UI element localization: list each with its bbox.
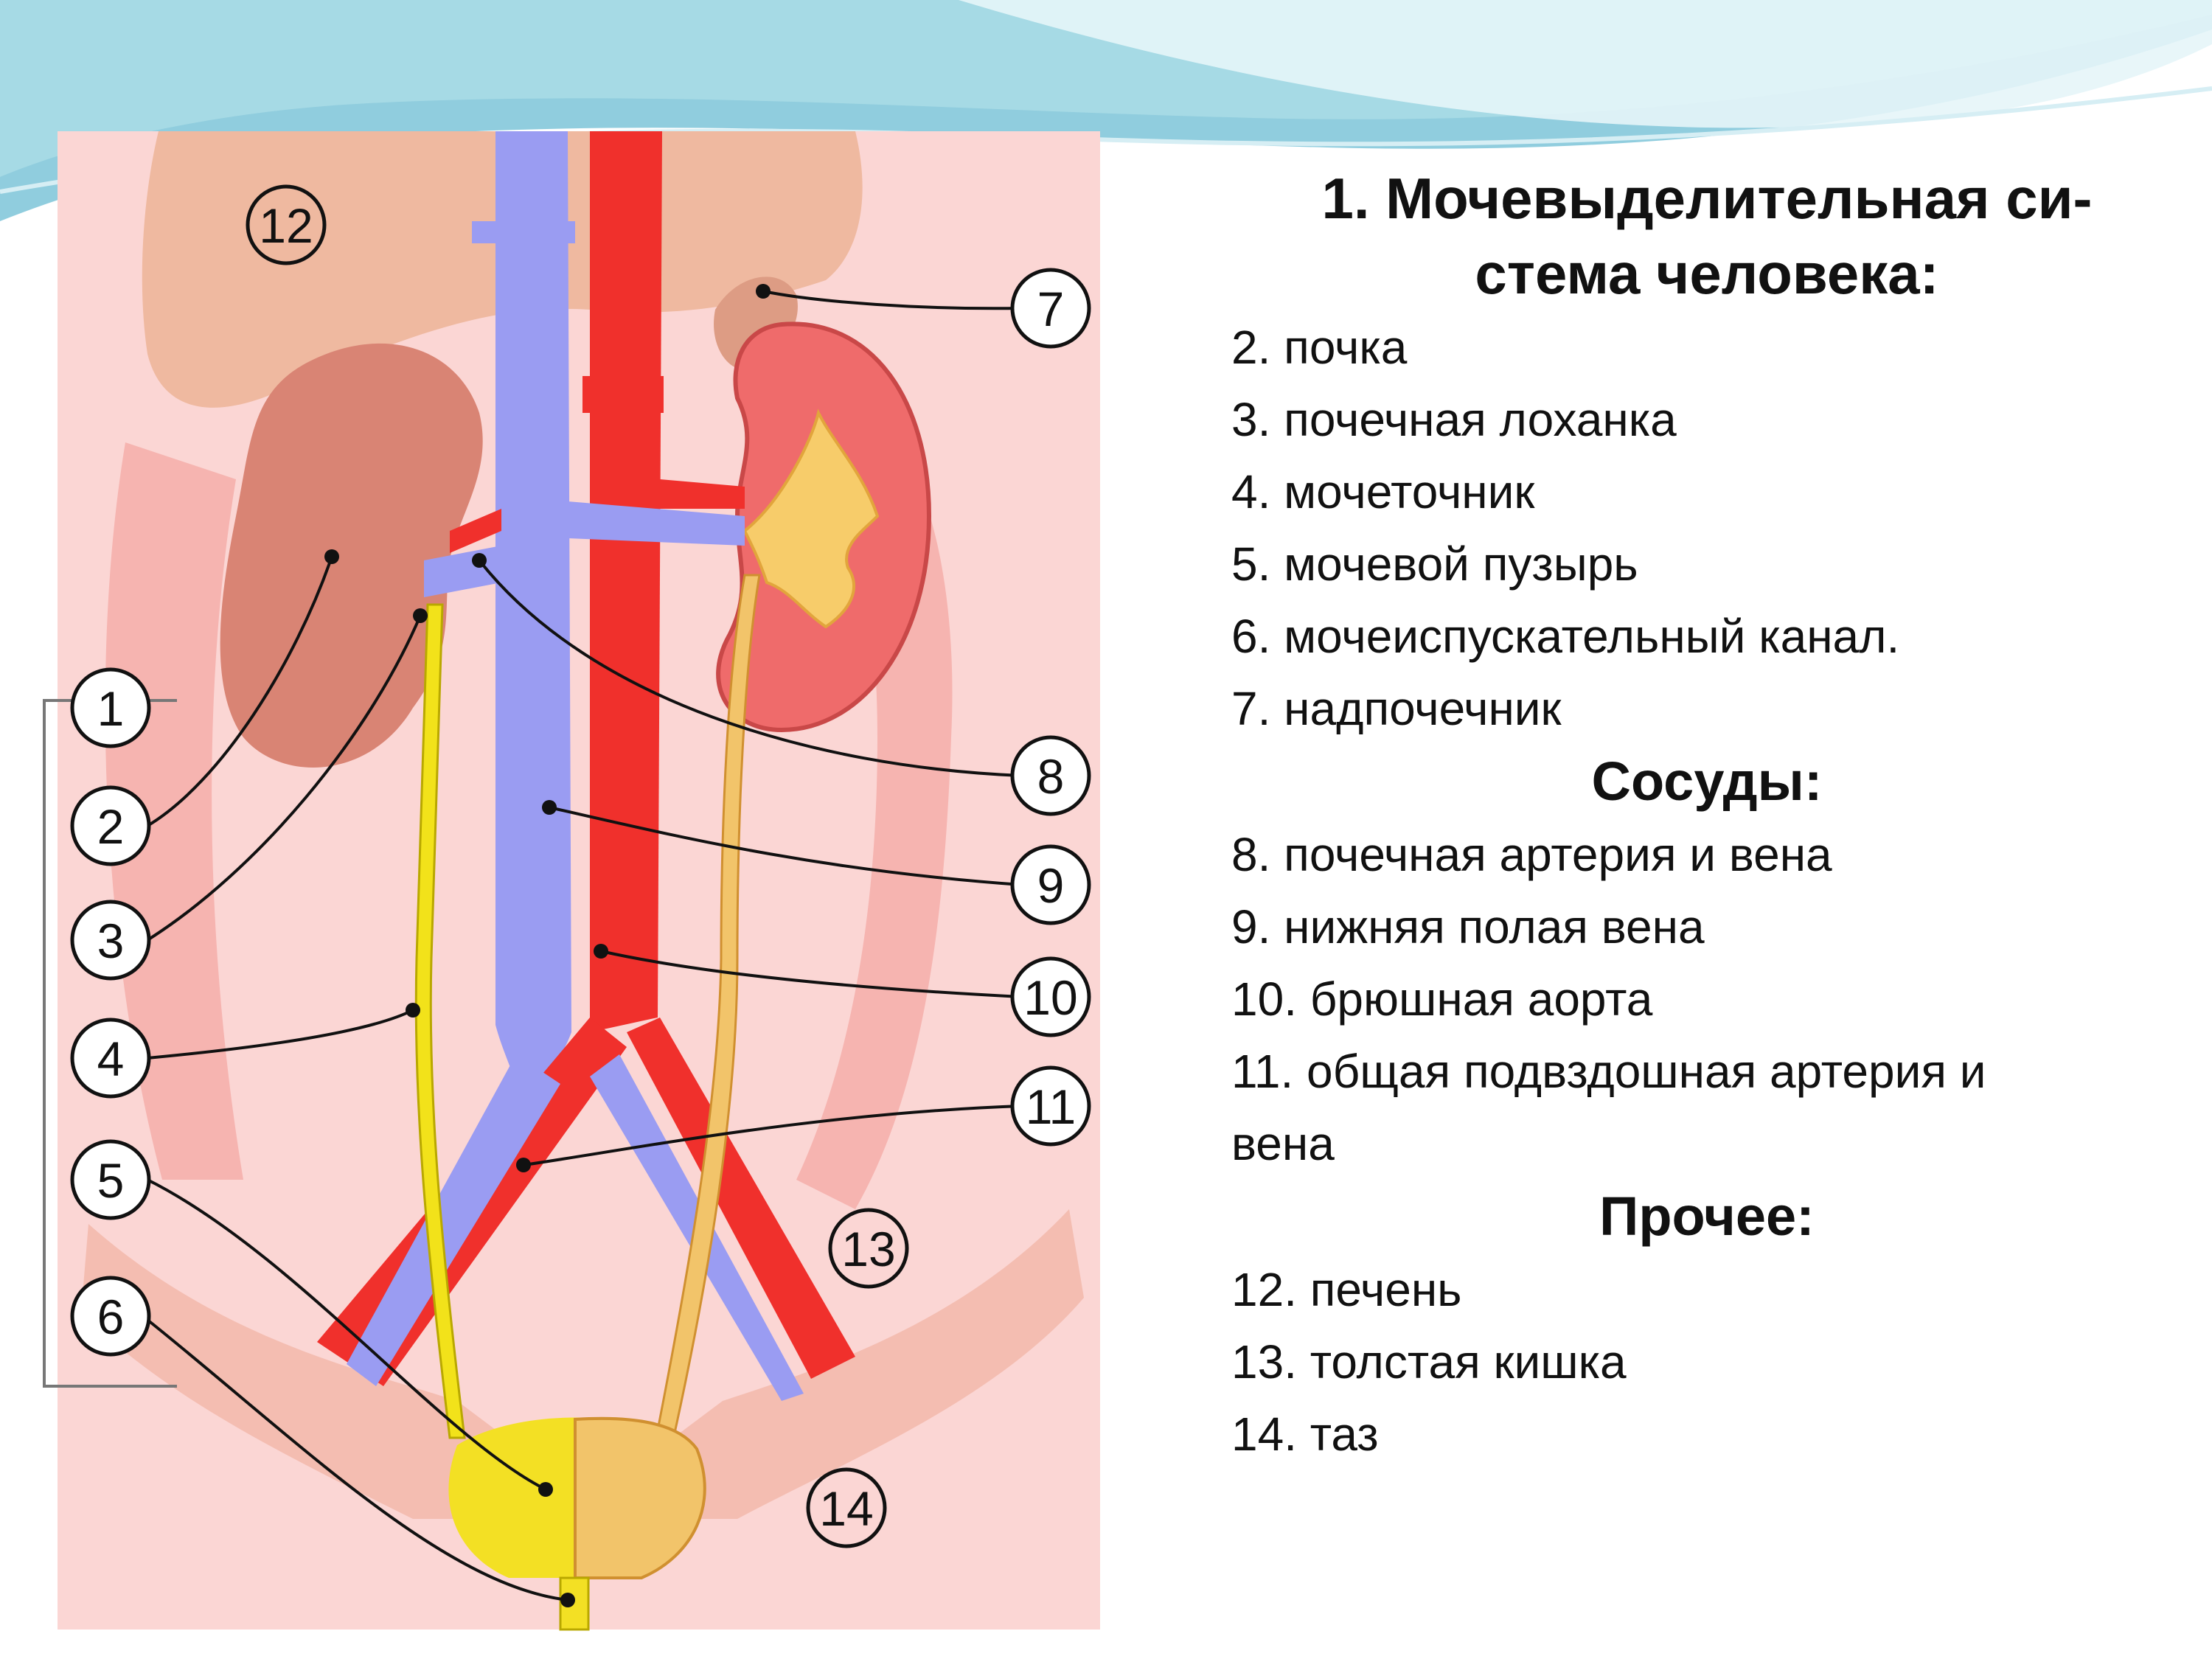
iliac-artery-right xyxy=(627,1018,855,1379)
urinary-system-diagram: 1 2 3 4 5 6 7 8 9 10 11 12 13 14 xyxy=(43,131,1100,1631)
legend-heading-other: Прочее: xyxy=(1599,1186,1815,1247)
callout-5: 5 xyxy=(70,1139,151,1220)
legend-item: 2. почка xyxy=(1231,321,1408,374)
svg-text:10: 10 xyxy=(1023,970,1077,1025)
callout-4: 4 xyxy=(70,1018,151,1099)
legend-item: 12. печень xyxy=(1231,1263,1462,1316)
legend: 1. Мочевыделительная си- стема человека:… xyxy=(1231,161,2183,1470)
background-waves xyxy=(0,0,2212,221)
inferior-vena-cava xyxy=(495,131,571,1084)
callout-1: 1 xyxy=(70,667,151,748)
legend-item: 4. мочеточник xyxy=(1231,465,1535,518)
svg-text:7: 7 xyxy=(1037,282,1065,336)
svg-text:12: 12 xyxy=(259,198,313,253)
vein-branch xyxy=(472,221,575,265)
callout-13: 13 xyxy=(828,1208,909,1289)
svg-text:3: 3 xyxy=(97,914,125,968)
legend-item: 9. нижняя полая вена xyxy=(1231,900,1705,953)
legend-item: 14. таз xyxy=(1231,1408,1379,1461)
legend-item: 13. толстая кишка xyxy=(1231,1335,1627,1388)
callout-8: 8 xyxy=(1010,735,1091,816)
renal-pelvis xyxy=(742,408,880,629)
svg-text:5: 5 xyxy=(97,1153,125,1208)
svg-text:8: 8 xyxy=(1037,749,1065,804)
legend-title: 1. Мочевыделительная си- стема человека: xyxy=(1321,166,2093,306)
callout-14: 14 xyxy=(806,1467,887,1548)
legend-item: 10. брюшная аорта xyxy=(1231,973,1653,1026)
svg-text:6: 6 xyxy=(97,1290,125,1344)
svg-text:14: 14 xyxy=(819,1481,873,1536)
callout-12: 12 xyxy=(246,184,327,265)
legend-item: 5. мочевой пузырь xyxy=(1231,538,1638,591)
legend-item: 6. мочеиспускательный канал. xyxy=(1231,610,1900,663)
callout-7: 7 xyxy=(1010,268,1091,349)
legend-item: 8. почечная артерия и вена xyxy=(1231,828,1832,881)
leader-lines xyxy=(146,290,1022,1601)
svg-text:4: 4 xyxy=(97,1032,125,1086)
callout-9: 9 xyxy=(1010,844,1091,925)
callout-2: 2 xyxy=(70,785,151,866)
legend-item: 7. надпочечник xyxy=(1231,682,1562,735)
artery-branch xyxy=(582,376,664,509)
svg-text:13: 13 xyxy=(841,1222,895,1276)
renal-artery-left xyxy=(450,509,501,553)
pelvis-bone xyxy=(81,1209,1084,1519)
leader-dots xyxy=(324,284,771,1607)
callout-3: 3 xyxy=(70,900,151,981)
iliac-vein-left xyxy=(347,1054,560,1386)
legend-item: 11. общая подвздошная артерия и вена xyxy=(1231,1045,1986,1170)
bladder-right-half xyxy=(574,1416,706,1579)
callout-circles: 1 2 3 4 5 6 7 8 9 10 11 12 13 14 xyxy=(70,184,1091,1548)
legend-item: 3. почечная лоханка xyxy=(1231,393,1677,446)
renal-vein-right xyxy=(568,501,745,546)
ureter-left xyxy=(414,603,466,1439)
svg-text:1: 1 xyxy=(97,681,125,736)
svg-text:9: 9 xyxy=(1037,858,1065,913)
renal-artery-right xyxy=(660,479,745,509)
callout-6: 6 xyxy=(70,1276,151,1357)
legend-heading-vessels: Сосуды: xyxy=(1591,751,1823,812)
svg-text:2: 2 xyxy=(97,799,125,854)
callout-11: 11 xyxy=(1010,1065,1091,1147)
callout-10: 10 xyxy=(1010,956,1091,1037)
abdominal-aorta xyxy=(590,131,662,1032)
large-intestine xyxy=(105,442,243,1180)
svg-text:11: 11 xyxy=(1026,1079,1077,1134)
